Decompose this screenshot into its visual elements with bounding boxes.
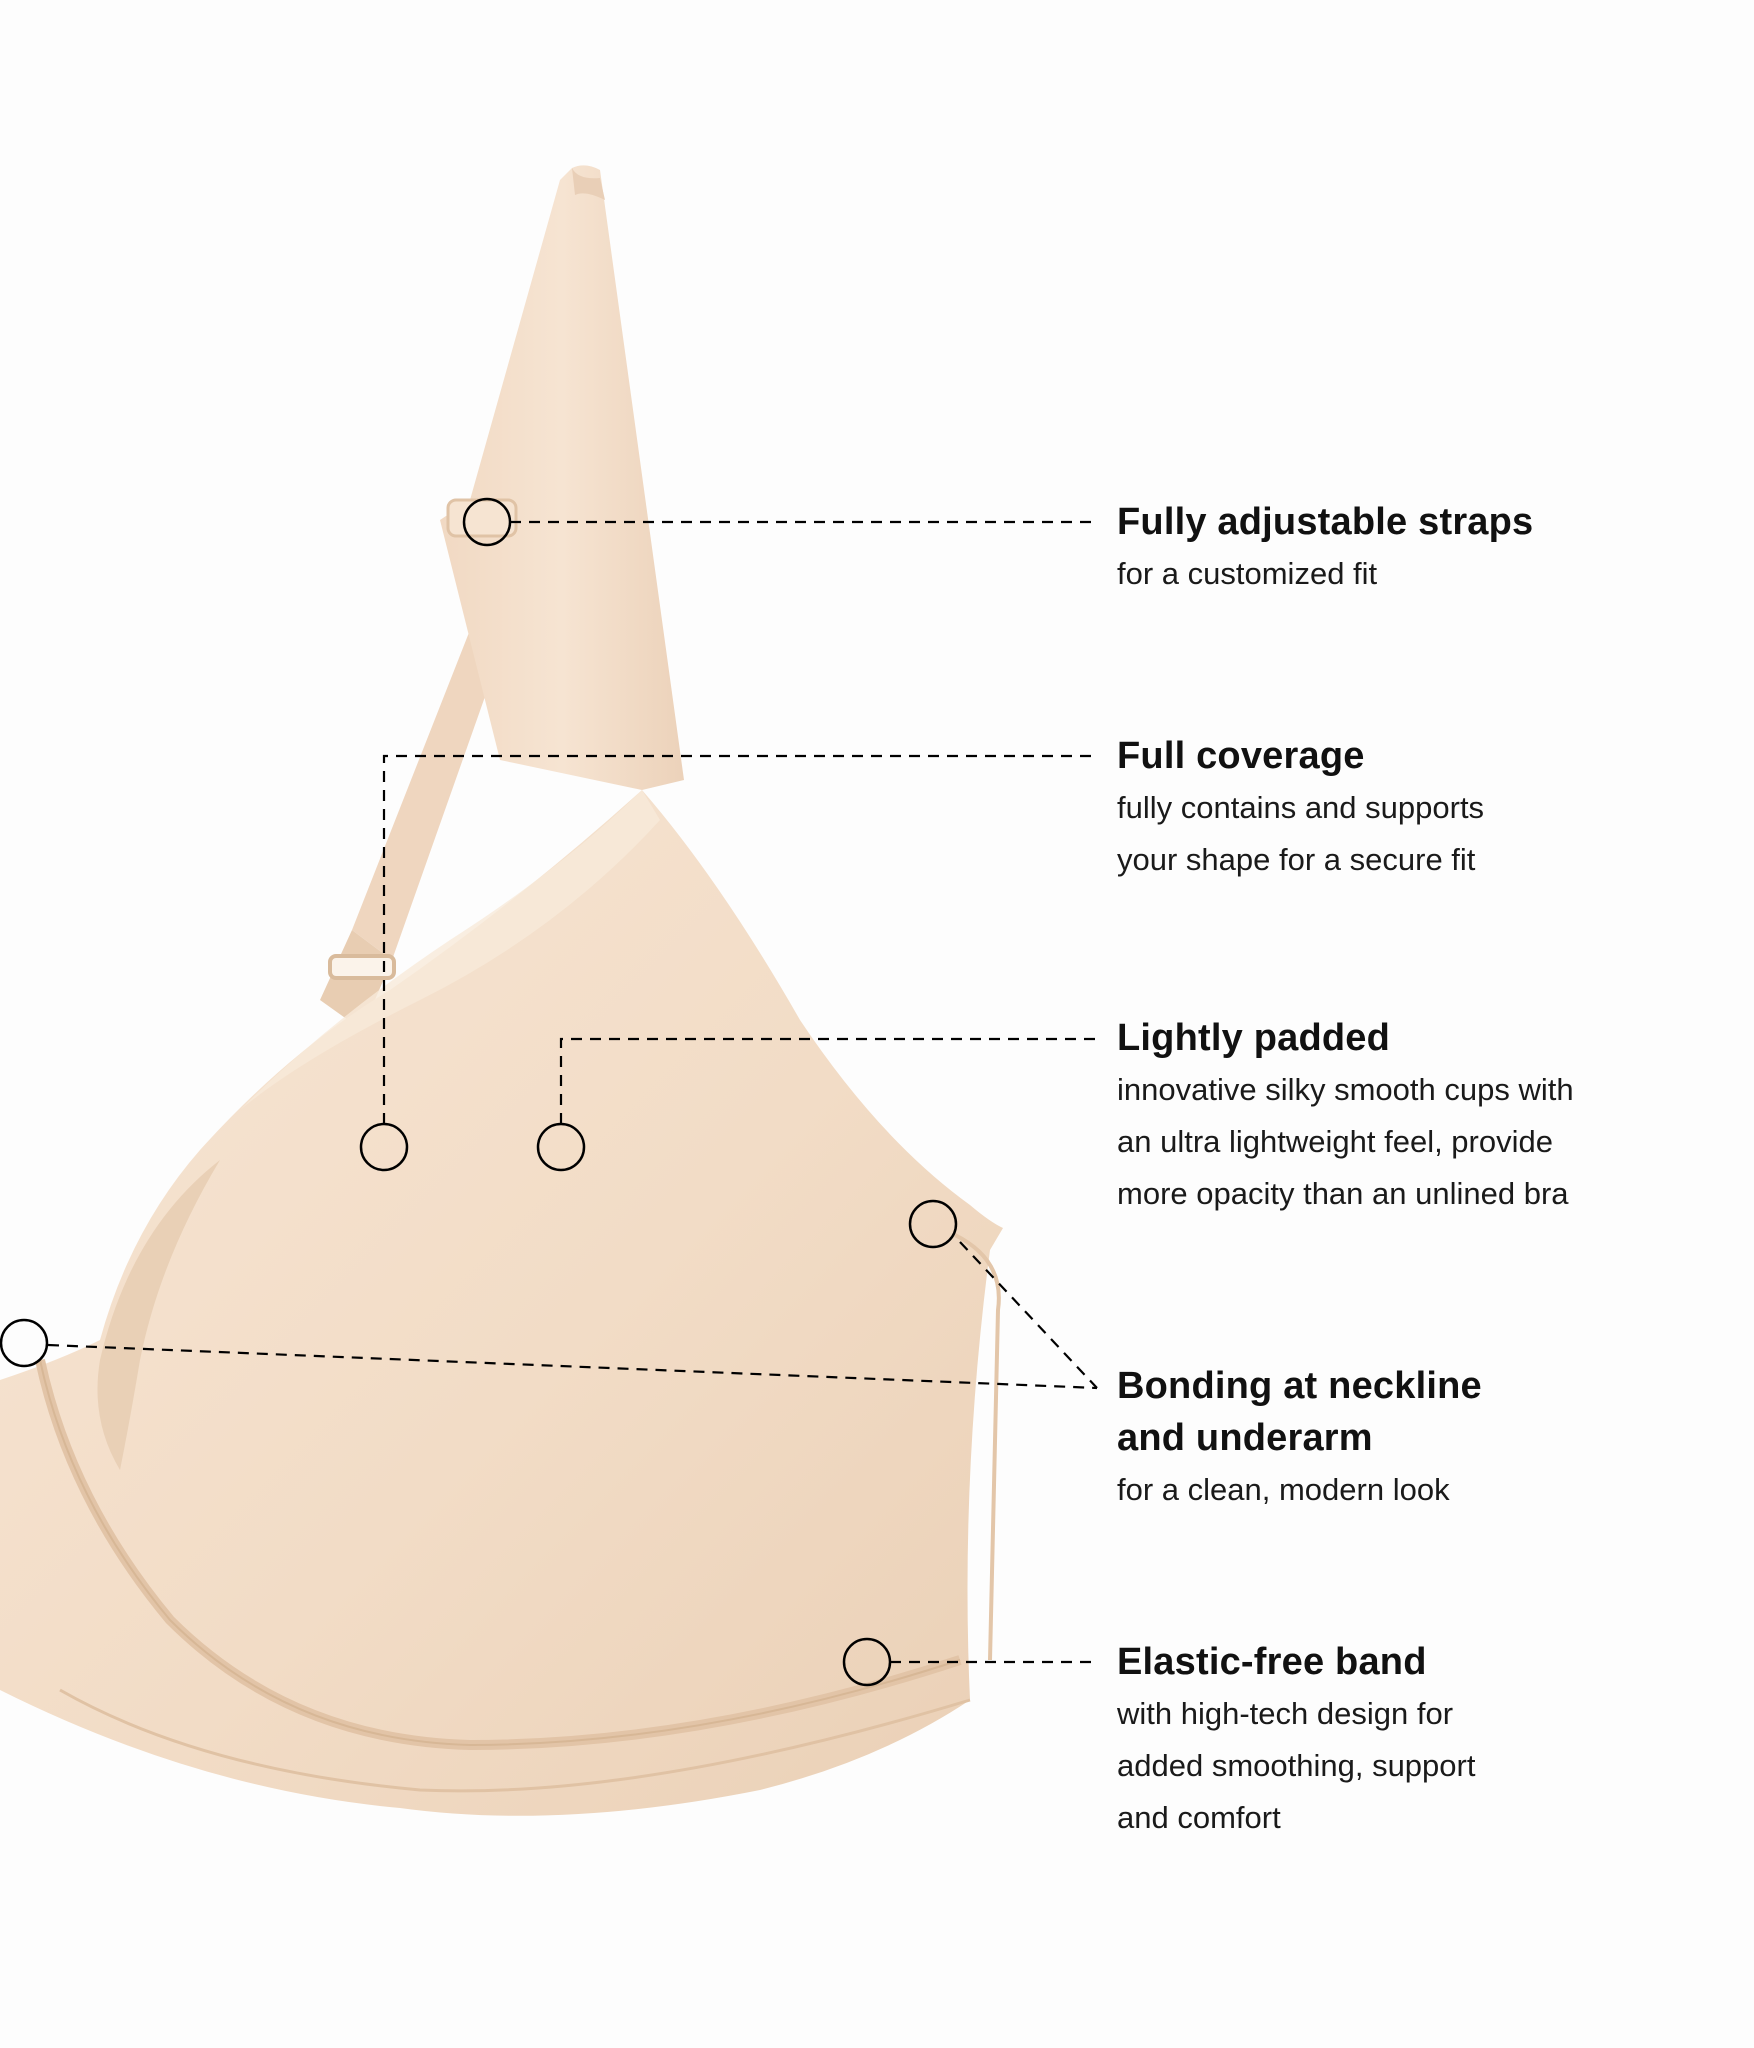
feature-description: with high-tech design for added smoothin…: [1117, 1696, 1476, 1835]
callout-marker-circle-icon[interactable]: [536, 1122, 586, 1172]
feature-description: fully contains and supports your shape f…: [1117, 790, 1485, 877]
callout-marker-circle-icon[interactable]: [462, 497, 512, 547]
leader-bonding-underarm: [959, 1241, 1098, 1389]
strap-loop: [572, 168, 605, 200]
cup-highlight: [240, 790, 660, 1110]
feature-title: Elastic-free band: [1117, 1641, 1427, 1683]
feature-description: for a customized fit: [1117, 556, 1378, 591]
back-strap-upper: [352, 630, 505, 960]
bra-cup: [0, 790, 1003, 1816]
feature-title: Bonding at neckline and underarm: [1117, 1365, 1482, 1459]
feature-title: Fully adjustable straps: [1117, 501, 1534, 543]
underarm-seam: [954, 1233, 1001, 1661]
strap-slider: [446, 498, 518, 538]
feature-bonding: Bonding at neckline and underarm for a c…: [1117, 1360, 1717, 1516]
callout-marker-circle-icon[interactable]: [359, 1122, 409, 1172]
strap-ring: [328, 954, 396, 980]
cup-inner-shadow: [97, 1160, 220, 1470]
leader-padded: [559, 1037, 1097, 1124]
feature-description: innovative silky smooth cups with an ult…: [1117, 1072, 1574, 1211]
feature-title: Lightly padded: [1117, 1017, 1391, 1059]
callout-marker-circle-icon[interactable]: [908, 1199, 958, 1249]
feature-description: for a clean, modern look: [1117, 1472, 1450, 1507]
band-seam: [59, 1688, 971, 1793]
leader-coverage: [382, 754, 1097, 1124]
leader-bonding-neckline: [47, 1343, 1098, 1390]
feature-lightly-padded: Lightly padded innovative silky smooth c…: [1117, 1012, 1717, 1220]
shoulder-strap: [440, 165, 684, 790]
underwire-seam-line: [39, 1359, 961, 1747]
callout-marker-circle-icon[interactable]: [842, 1637, 892, 1687]
feature-adjustable-straps: Fully adjustable straps for a customized…: [1117, 496, 1717, 600]
feature-elastic-free-band: Elastic-free band with high-tech design …: [1117, 1636, 1717, 1844]
feature-full-coverage: Full coverage fully contains and support…: [1117, 730, 1717, 886]
callout-marker-circle-icon[interactable]: [0, 1318, 49, 1368]
feature-title: Full coverage: [1117, 735, 1365, 777]
